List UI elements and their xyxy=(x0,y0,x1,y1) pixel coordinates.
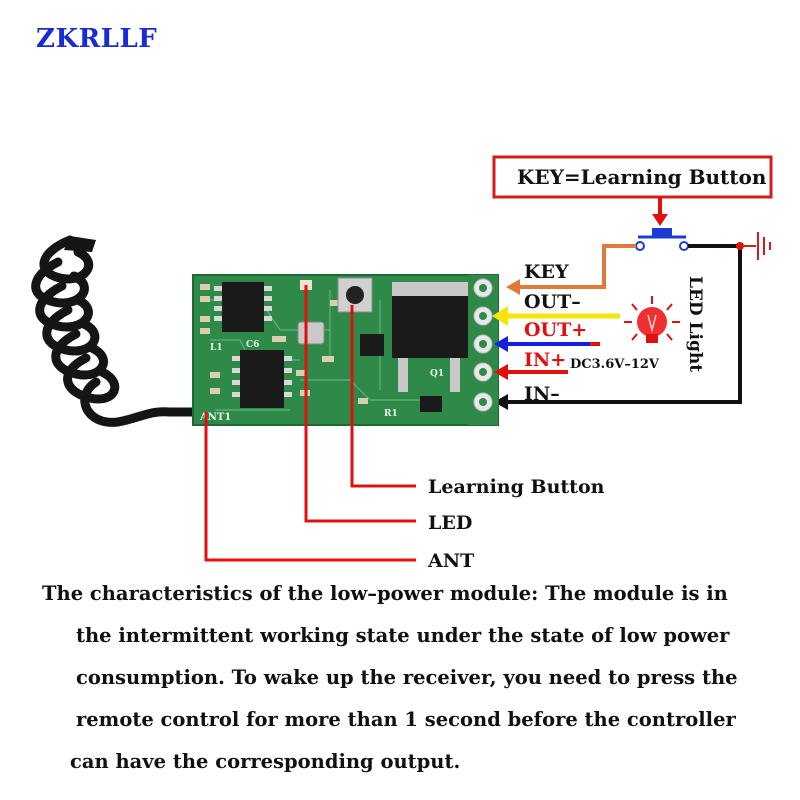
silk-q1: Q1 xyxy=(430,369,444,379)
pin-label-out-plus: OUT+ xyxy=(524,319,587,341)
key-callout-text: KEY=Learning Button xyxy=(517,165,767,189)
description-line: consumption. To wake up the receiver, yo… xyxy=(76,666,738,689)
silk-c6: C6 xyxy=(246,340,259,350)
learning-button-callout-line xyxy=(350,305,416,488)
led-light-label: LED Light xyxy=(685,276,705,372)
brand-logo: ZKRLLF xyxy=(36,24,158,54)
antenna-coil xyxy=(31,235,210,427)
ant-callout-line xyxy=(204,412,416,562)
pcb-board: C6 L1 ANT1 R1 Q1 xyxy=(192,274,499,426)
silk-ant1: ANT1 xyxy=(199,412,231,423)
chip-1 xyxy=(222,282,264,332)
push-button-icon xyxy=(635,228,689,251)
callout-led: LED xyxy=(428,512,472,534)
in-minus-arrowhead xyxy=(494,394,508,410)
pin-label-out-minus: OUT– xyxy=(524,291,581,313)
key-arrowhead xyxy=(506,279,520,295)
voltage-label: DC3.6V–12V xyxy=(570,357,660,372)
led-bulb-icon xyxy=(624,296,680,343)
description-line: The characteristics of the low–power mod… xyxy=(42,582,728,605)
callout-learning-button: Learning Button xyxy=(428,476,605,498)
tactile-button-cap xyxy=(346,286,364,304)
description-line: can have the corresponding output. xyxy=(70,750,461,773)
ground-icon xyxy=(744,232,771,260)
pin-label-in-plus: IN+ xyxy=(524,349,566,371)
junction-dot xyxy=(736,242,744,250)
key-wire xyxy=(520,244,636,289)
out-minus-arrowhead xyxy=(492,306,508,326)
silk-l1: L1 xyxy=(210,343,223,353)
description-line: remote control for more than 1 second be… xyxy=(76,708,736,731)
silk-r1: R1 xyxy=(384,409,398,419)
callout-ant: ANT xyxy=(427,550,474,572)
in-plus-arrowhead xyxy=(494,364,508,380)
pin-header xyxy=(468,275,498,425)
mosfet xyxy=(392,296,468,358)
chip-2 xyxy=(240,350,284,408)
ground-wire xyxy=(508,244,742,404)
mosfet-tab xyxy=(392,282,468,298)
pin-label-in-minus: IN– xyxy=(524,383,560,405)
key-callout-arrowhead xyxy=(652,214,668,226)
description-line: the intermittent working state under the… xyxy=(76,624,730,647)
key-callout-box xyxy=(492,155,773,199)
blue-arrowhead xyxy=(494,336,508,352)
led-callout-line xyxy=(304,285,416,523)
pin-label-key: KEY xyxy=(524,261,569,283)
crystal xyxy=(297,321,325,345)
